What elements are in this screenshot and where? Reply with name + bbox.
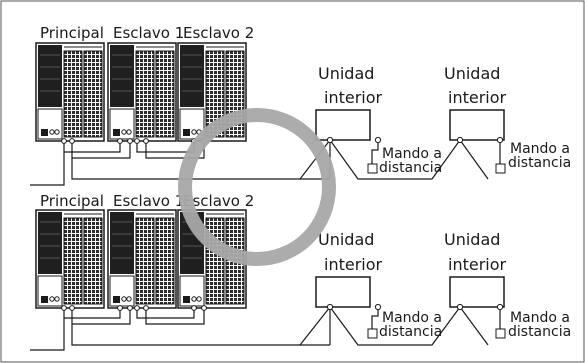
remote-label-2a-line2: distancia <box>379 324 442 340</box>
indoor-unit-1b <box>449 109 505 141</box>
remote-label-1a-line2: distancia <box>379 160 442 176</box>
row-2: Principal Esclavo 1 Esclavo 2 Unidad int… <box>30 192 571 351</box>
remote-label-1a-line1: Mando a <box>382 146 442 162</box>
circle-ok-symbol <box>178 108 336 266</box>
indoor-label-1b-line2: interior <box>448 88 507 107</box>
outdoor-label-esclavo-1-2: Esclavo 1 <box>113 192 184 210</box>
outdoor-unit-esclavo-1 <box>107 42 177 142</box>
outdoor-label-esclavo-1: Esclavo 1 <box>113 24 184 42</box>
outdoor-unit-principal-2 <box>35 209 105 309</box>
row-1: Principal Esclavo 1 Esclavo 2 Unidad int… <box>30 24 571 186</box>
remote-label-1b-line1: Mando a <box>510 141 570 157</box>
remote-label-1b-line2: distancia <box>508 155 571 171</box>
remote-controller-2b <box>495 328 506 339</box>
indoor-label-2b-line2: interior <box>448 255 507 274</box>
indoor-label-1a-line1: Unidad <box>318 64 374 83</box>
remote-controller-1b <box>495 163 506 174</box>
remote-label-2b-line2: distancia <box>508 324 571 340</box>
indoor-unit-2a <box>315 276 371 308</box>
outdoor-unit-principal <box>35 42 105 142</box>
indoor-label-2b-line1: Unidad <box>444 230 500 249</box>
remote-controller-2a <box>367 328 378 339</box>
indoor-label-2a-line1: Unidad <box>318 230 374 249</box>
remote-controller-1a <box>367 163 378 174</box>
indoor-label-1b-line1: Unidad <box>444 64 500 83</box>
outdoor-label-principal: Principal <box>40 24 104 42</box>
indoor-unit-2b <box>449 276 505 308</box>
outdoor-label-esclavo-2: Esclavo 2 <box>183 24 254 42</box>
indoor-link-wires-2 <box>299 305 501 346</box>
indoor-label-1a-line2: interior <box>324 88 383 107</box>
outdoor-label-principal-2: Principal <box>40 192 104 210</box>
outdoor-link-wires-2 <box>30 308 330 351</box>
remote-label-2b-line1: Mando a <box>510 310 570 326</box>
indoor-label-2a-line2: interior <box>324 255 383 274</box>
indoor-unit-1a <box>315 109 371 141</box>
outdoor-unit-esclavo-1-2 <box>107 209 177 309</box>
outdoor-label-esclavo-2-2: Esclavo 2 <box>183 192 254 210</box>
remote-label-2a-line1: Mando a <box>382 310 442 326</box>
